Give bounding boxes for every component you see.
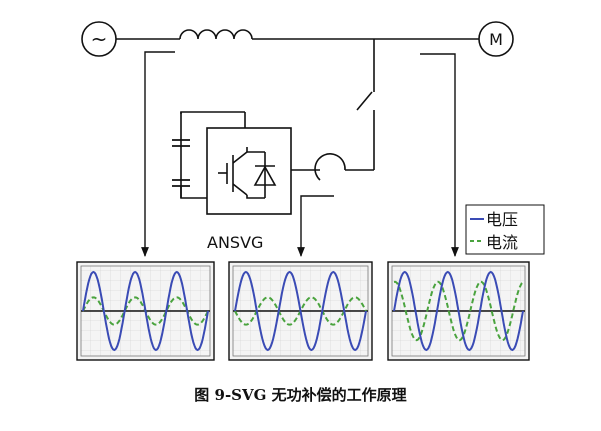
figure-caption: 图 9-SVG 无功补偿的工作原理 <box>194 386 407 404</box>
motor-label: M <box>489 30 503 49</box>
ac-source-label: ~ <box>91 27 108 51</box>
converter-box <box>206 127 292 215</box>
branch-switch <box>356 91 373 111</box>
ac-source: ~ <box>81 21 117 57</box>
device-label: ANSVG <box>207 233 263 252</box>
arrow-compensator-current <box>297 195 334 257</box>
measurement-arrows <box>141 51 459 257</box>
arrow-voltage-source <box>141 51 175 257</box>
motor: M <box>478 21 514 57</box>
ansvg-device: ANSVG <box>172 111 292 252</box>
legend: 电压 电流 <box>465 204 545 255</box>
dc-capacitors <box>172 112 190 198</box>
current-transformer <box>314 153 346 181</box>
voltage-waveform <box>393 270 524 352</box>
motor-symbol <box>478 21 514 57</box>
legend-current-label: 电流 <box>486 233 518 252</box>
igbt-switch <box>218 147 265 199</box>
legend-box <box>465 204 545 255</box>
voltage-waveform <box>234 270 367 352</box>
scope-panel-3 <box>387 261 530 361</box>
diode <box>253 152 277 198</box>
inductor-coil <box>179 29 253 40</box>
scope-panel-2 <box>228 261 373 361</box>
scope-panels <box>76 261 530 361</box>
legend-voltage-label: 电压 <box>486 210 518 229</box>
scope-panel-1 <box>76 261 215 361</box>
voltage-waveform <box>82 270 209 352</box>
arrow-load <box>420 53 459 257</box>
